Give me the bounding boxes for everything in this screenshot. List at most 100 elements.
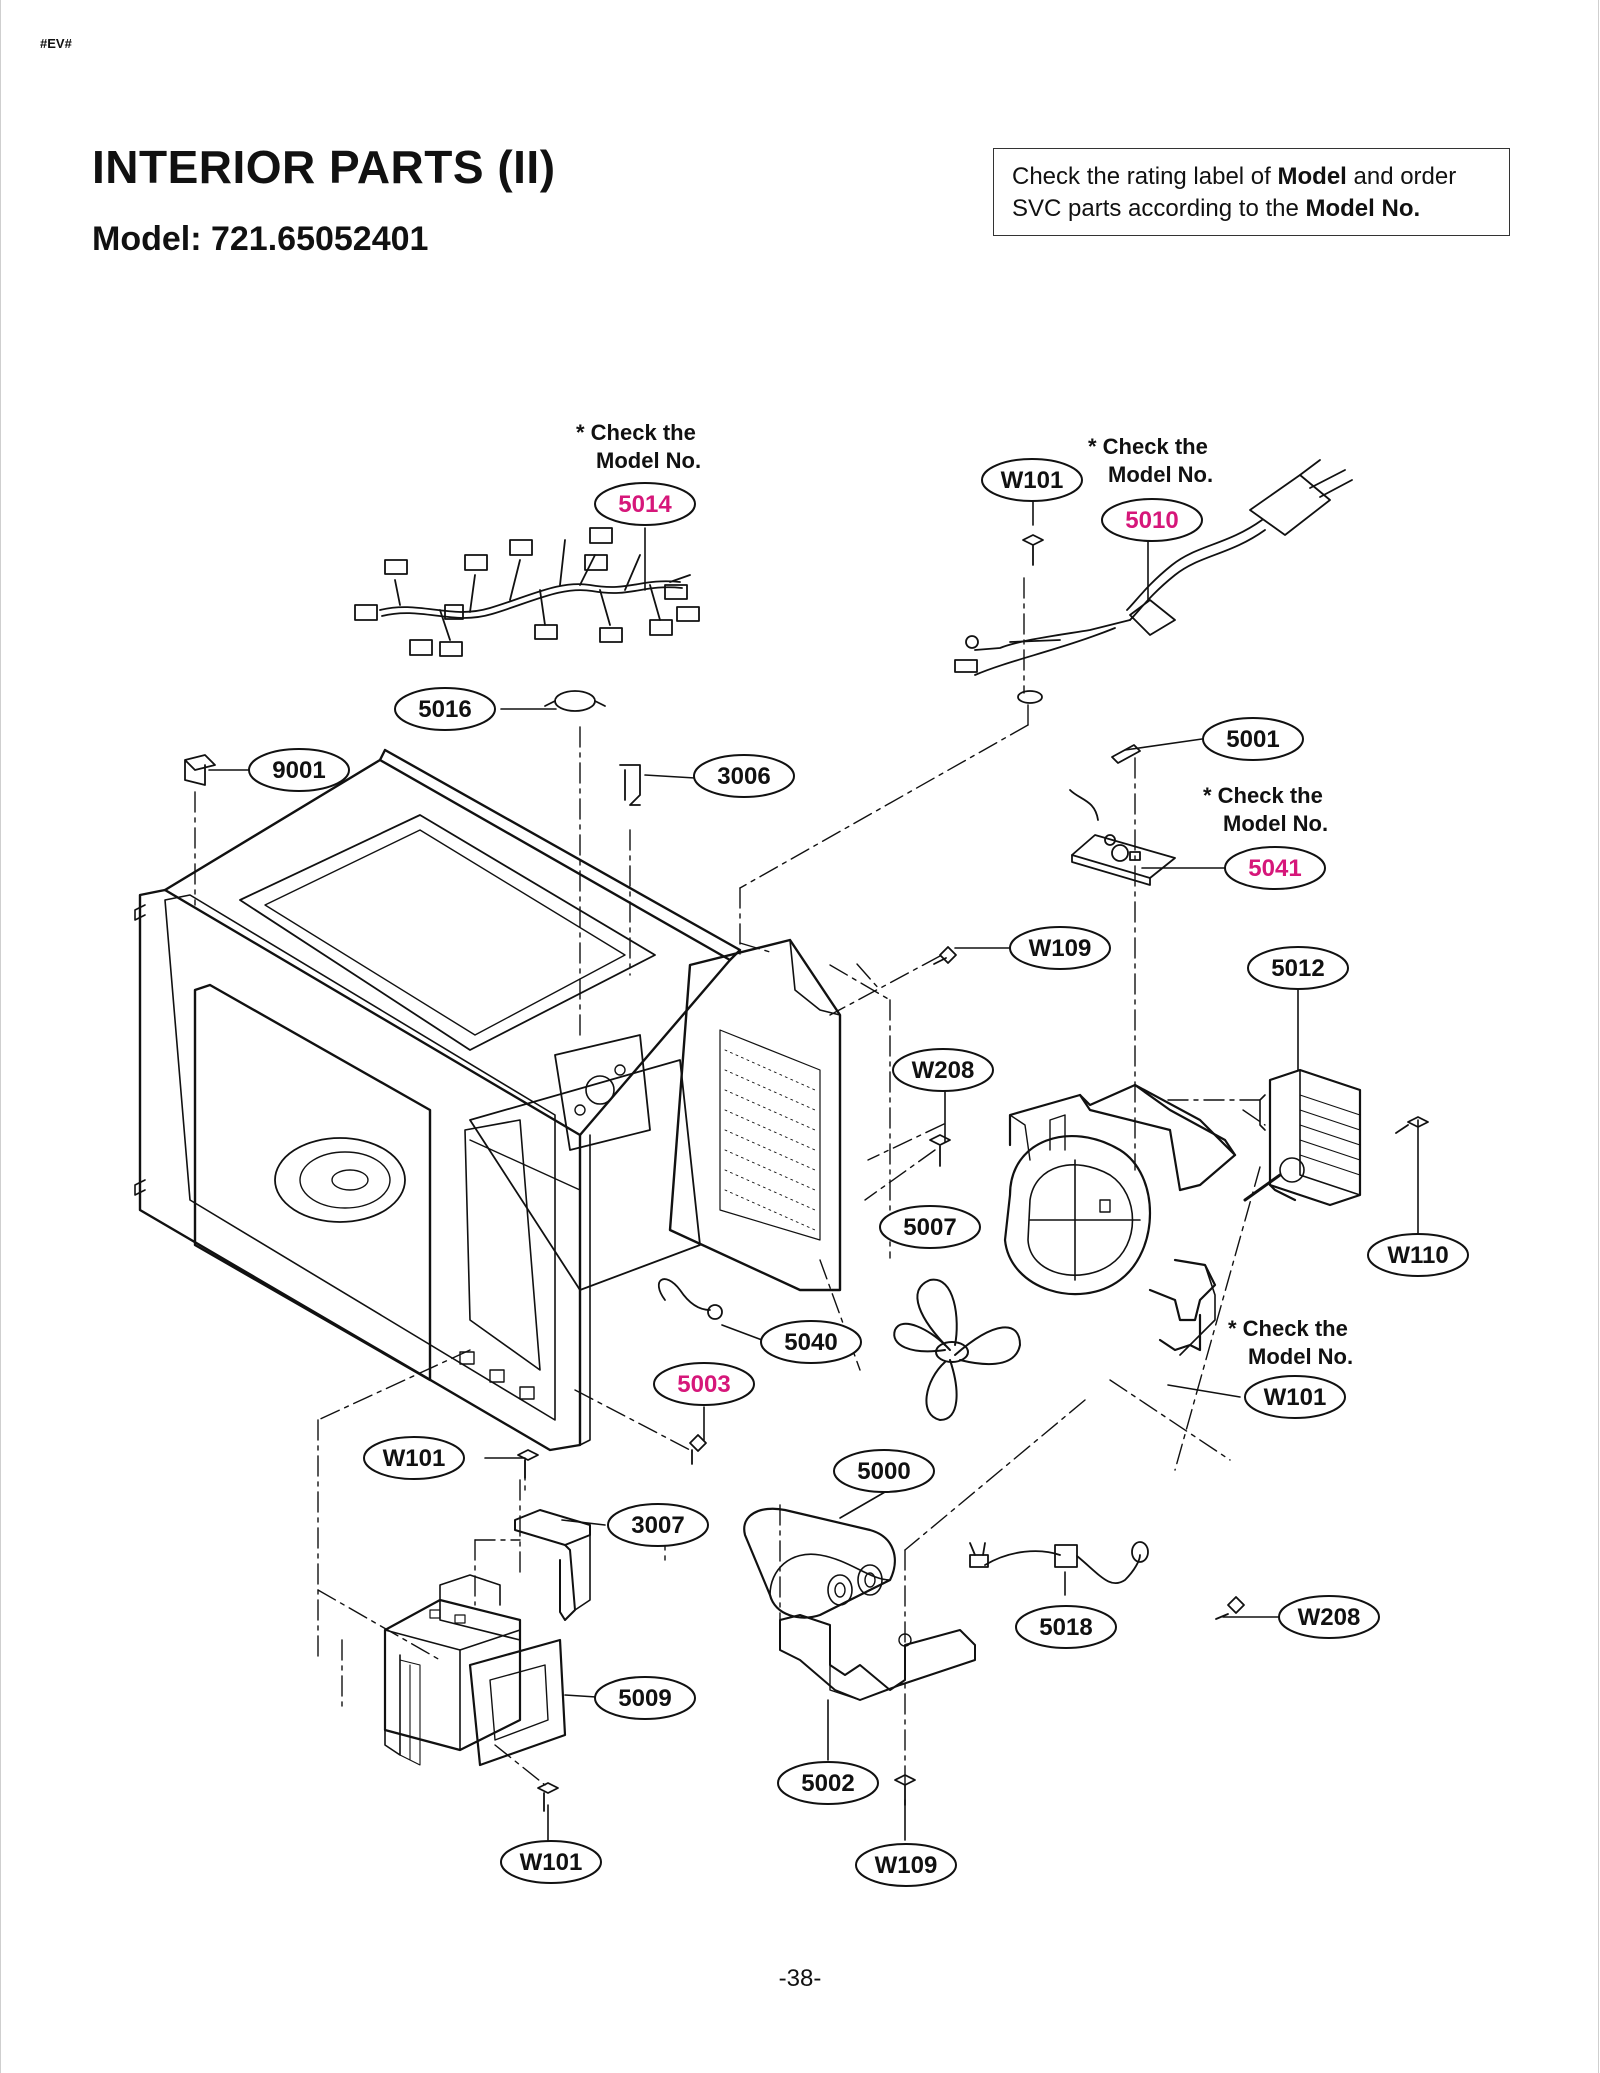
callout-oval <box>855 1843 957 1887</box>
callout-oval <box>1247 946 1349 990</box>
check-model-notes: * Check the Model No. * Check the Model … <box>576 420 1353 1369</box>
callout-label: W110 <box>1387 1242 1448 1269</box>
callout-label: W101 <box>1001 467 1064 494</box>
check-note-5014-line2: Model No. <box>596 448 701 473</box>
callout-oval <box>1015 1605 1117 1649</box>
page-title: INTERIOR PARTS (II) <box>92 141 556 193</box>
small-parts-top <box>184 690 1141 821</box>
callout-9001-4: 9001 <box>248 748 350 792</box>
callout-label: W101 <box>1264 1384 1327 1411</box>
callout-label: 5002 <box>801 1770 854 1797</box>
callout-w208-10: W208 <box>892 1048 994 1092</box>
callout-oval <box>653 1362 755 1406</box>
leader-lines <box>208 495 1419 1841</box>
check-note-5003-line1: * Check the <box>1228 1316 1348 1341</box>
callout-oval <box>1202 717 1304 761</box>
callout-w110-12: W110 <box>1367 1233 1469 1277</box>
callout-label: 9001 <box>272 757 325 784</box>
callout-label: 5016 <box>418 696 471 723</box>
callout-oval <box>394 687 496 731</box>
callout-w101-23: W101 <box>500 1840 602 1884</box>
callout-label: 5012 <box>1271 955 1324 982</box>
callout-oval <box>500 1840 602 1884</box>
callout-oval <box>1278 1595 1380 1639</box>
callout-label: 5003 <box>677 1371 730 1398</box>
callout-5003-15: 5003 <box>653 1362 755 1406</box>
callout-5010-1: 5010 <box>1101 498 1203 542</box>
bracket-3007-drawing <box>514 1509 591 1621</box>
check-note-5041-line1: * Check the <box>1203 783 1323 808</box>
callout-5012-9: 5012 <box>1247 946 1349 990</box>
callout-label: 5018 <box>1039 1614 1092 1641</box>
pcb-drawing <box>1071 834 1176 886</box>
bracket-5002-drawing <box>779 1614 976 1701</box>
callout-oval <box>363 1436 465 1480</box>
model-note-box: Check the rating label of Model and orde… <box>993 148 1510 236</box>
callout-5014-0: 5014 <box>594 482 696 526</box>
fan-motor-drawing <box>1243 1068 1362 1207</box>
capacitor-drawing <box>743 1507 896 1619</box>
callout-oval <box>1224 846 1326 890</box>
callout-label: 5040 <box>784 1329 837 1356</box>
wire-harness-drawing <box>354 527 700 657</box>
callout-w101-16: W101 <box>363 1436 465 1480</box>
callout-label: 5009 <box>618 1685 671 1712</box>
fan-blade-drawing <box>893 1278 1021 1421</box>
check-note-5014-line1: * Check the <box>576 420 696 445</box>
check-note-5010-line1: * Check the <box>1088 434 1208 459</box>
callout-5041-7: 5041 <box>1224 846 1326 890</box>
callout-oval <box>1101 498 1203 542</box>
callout-label: 3007 <box>631 1512 684 1539</box>
callout-oval <box>693 754 795 798</box>
wire-5018-drawing <box>969 1541 1149 1585</box>
callout-oval <box>892 1048 994 1092</box>
check-note-5041-line2: Model No. <box>1223 811 1328 836</box>
callout-5000-17: 5000 <box>833 1449 935 1493</box>
callout-w109-8: W109 <box>1009 926 1111 970</box>
oven-cavity-drawing <box>134 748 842 1452</box>
callout-label: 5001 <box>1226 726 1279 753</box>
callout-label: 5014 <box>618 491 672 518</box>
callout-oval <box>607 1503 709 1547</box>
callout-w101-2: W101 <box>981 458 1083 502</box>
callout-w101-14: W101 <box>1244 1375 1346 1419</box>
callout-5009-21: 5009 <box>594 1676 696 1720</box>
check-note-5003-line2: Model No. <box>1248 1344 1353 1369</box>
callout-label: W208 <box>912 1057 975 1084</box>
callout-oval <box>1367 1233 1469 1277</box>
callout-label: 3006 <box>717 763 770 790</box>
callout-w208-20: W208 <box>1278 1595 1380 1639</box>
power-cord-drawing <box>954 459 1353 704</box>
callout-label: 5010 <box>1125 507 1178 534</box>
callout-oval <box>777 1761 879 1805</box>
callout-oval <box>594 1676 696 1720</box>
alignment-lines <box>194 577 1266 1791</box>
air-guide-drawing <box>1003 1083 1237 1356</box>
callout-5040-13: 5040 <box>760 1320 862 1364</box>
callout-label: W101 <box>520 1849 583 1876</box>
callout-label: 5007 <box>903 1214 956 1241</box>
callout-oval <box>879 1205 981 1249</box>
callout-label: W109 <box>875 1852 938 1879</box>
wire-spring-drawing <box>657 1278 723 1320</box>
callout-oval <box>1009 926 1111 970</box>
magnetron-drawing <box>383 1574 567 1767</box>
callout-5018-19: 5018 <box>1015 1605 1117 1649</box>
callout-5007-11: 5007 <box>879 1205 981 1249</box>
callout-oval <box>1244 1375 1346 1419</box>
callout-label: W101 <box>383 1445 446 1472</box>
callout-w109-24: W109 <box>855 1843 957 1887</box>
callout-label: 5041 <box>1248 855 1301 882</box>
callout-label: 5000 <box>857 1458 910 1485</box>
callout-3006-5: 3006 <box>693 754 795 798</box>
callout-oval <box>594 482 696 526</box>
callout-5002-22: 5002 <box>777 1761 879 1805</box>
check-note-5010-line2: Model No. <box>1108 462 1213 487</box>
callout-5016-3: 5016 <box>394 687 496 731</box>
screws <box>517 534 1429 1812</box>
callout-oval <box>833 1449 935 1493</box>
